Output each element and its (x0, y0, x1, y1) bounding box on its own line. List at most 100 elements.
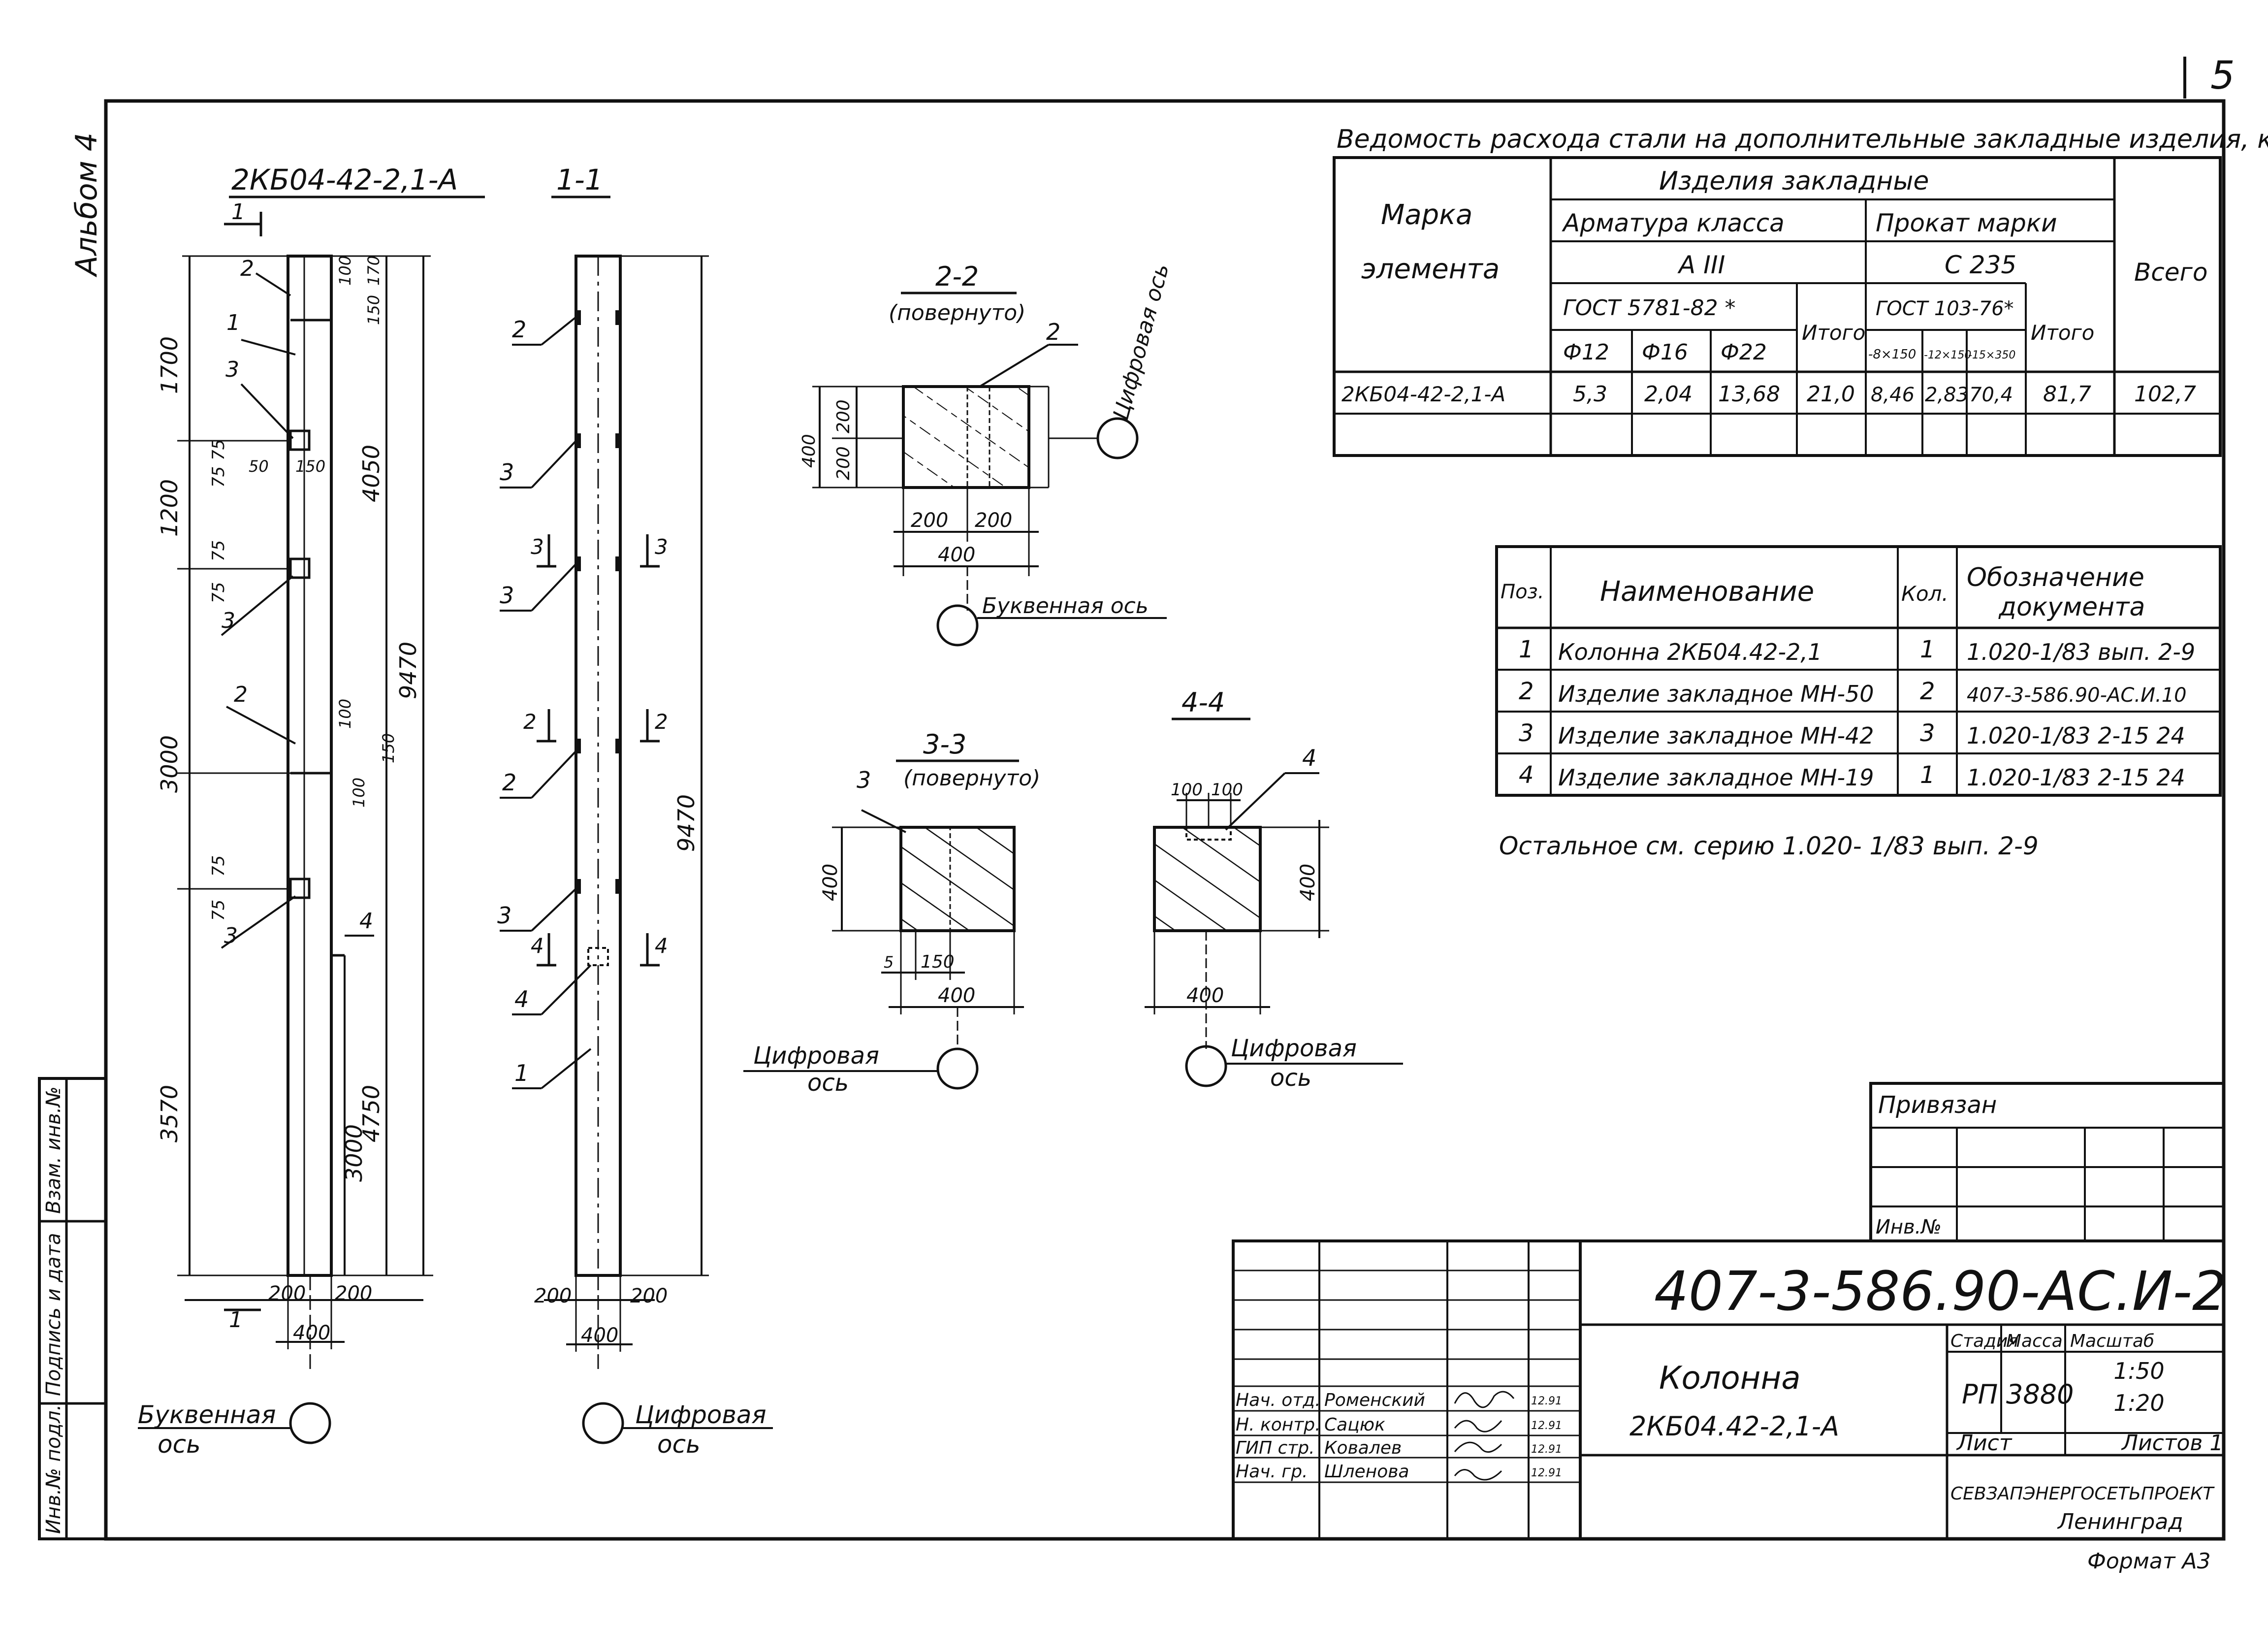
spec-qty: 1 (1920, 761, 1935, 789)
spec-doc: 407-3-586.90-АС.И.10 (1967, 684, 2187, 707)
spec-pos: 1 (1519, 636, 1534, 663)
h-f16: Ф16 (1642, 340, 1688, 365)
spec-name: Колонна 2КБ04.42-2,1 (1558, 639, 1822, 665)
signature-scribble (1454, 1441, 1502, 1453)
cut-3-right: 3 (655, 535, 668, 559)
dim-150: 150 (921, 952, 955, 972)
cell-f12: 5,3 (1573, 382, 1607, 407)
signature-scribble (1454, 1469, 1502, 1481)
axis-label-letter-os: ось (158, 1430, 201, 1459)
spec-name: Изделие закладное МН-50 (1558, 681, 1874, 707)
h-f12: Ф12 (1563, 340, 1609, 365)
dim-150: 150 (379, 733, 398, 763)
label-4-section-4-4: 4 (1302, 745, 1316, 771)
section-3-3-subtitle: (повернуто) (903, 766, 1040, 791)
spec-row-4: 4 Изделие закладное МН-19 1 1.020-1/83 2… (1519, 761, 2185, 791)
h-rolled-gost: ГОСТ 103-76* (1876, 297, 2014, 320)
h-embedded: Изделия закладные (1659, 166, 1929, 196)
scale-value-1: 1:50 (2113, 1358, 2164, 1384)
svg-text:1: 1 (229, 1307, 243, 1333)
axis-bubble-digit-2-2 (1096, 417, 1139, 459)
sig-date: 12.91 (1531, 1420, 1562, 1432)
spec-pos: 2 (1519, 678, 1534, 705)
h-mark-2: элемента (1361, 253, 1500, 285)
sheet-number-box: 5 (2183, 54, 2235, 98)
side-stamp: Взам. инв.№ Подпись и дата Инв.№ подл. (38, 1077, 107, 1540)
dim-200: 200 (534, 1285, 572, 1307)
h-sheet: Лист (1956, 1431, 2012, 1456)
dim-200: 200 (833, 446, 854, 480)
column-view-title: 2КБ04-42-2,1-А (231, 163, 458, 196)
dim-75: 75 (209, 855, 228, 877)
drawing-name: Колонна (1659, 1360, 1801, 1397)
sec-label-3: 3 (500, 459, 514, 486)
dim-200: 200 (975, 509, 1012, 532)
axis-bubble-digit (582, 1402, 624, 1444)
axis-label-digit: Цифровая (635, 1400, 767, 1429)
spec-h-qty: Кол. (1901, 582, 1949, 606)
spec-h-doc-1: Обозначение (1967, 563, 2144, 592)
spec-row-1: 1 Колонна 2КБ04.42-2,1 1 1.020-1/83 вып.… (1519, 636, 2195, 665)
cell-total-rebar: 21,0 (1807, 382, 1855, 407)
section-3-3: 3-3 (повернуто) 3 400 5 150 400 Цифровая… (743, 729, 1040, 1097)
cut-4-right: 4 (655, 934, 668, 958)
cell-plate-12: 2,83 (1925, 384, 1969, 406)
column-view: 2КБ04-42-2,1-А 1 1700 1200 3000 3570 75 (138, 163, 485, 1459)
dim-200: 200 (833, 399, 854, 433)
axis-label-digit-4-4-os: ось (1270, 1064, 1311, 1092)
sig-role: Нач. гр. (1236, 1462, 1308, 1482)
h-total-rolled: Итого (2031, 321, 2094, 345)
dim-200: 200 (630, 1285, 668, 1307)
sec-label-2: 2 (512, 316, 526, 343)
svg-text:1: 1 (231, 199, 245, 225)
spec-doc: 1.020-1/83 2-15 24 (1967, 764, 2185, 791)
section-1-1-title: 1-1 (556, 163, 603, 196)
cell-all: 102,7 (2134, 382, 2196, 407)
h-rolled: Прокат марки (1876, 209, 2057, 237)
steel-table-caption: Ведомость расхода стали на дополнительны… (1337, 125, 2268, 154)
spec-name: Изделие закладное МН-19 (1558, 764, 1874, 791)
binding-inv: Инв.№ (1876, 1216, 1942, 1238)
spec-h-pos: Поз. (1501, 581, 1544, 603)
dim-1200: 1200 (156, 479, 183, 537)
cut-3-left: 3 (531, 535, 544, 559)
sig-date: 12.91 (1531, 1467, 1562, 1479)
axis-bubble-digit-3-3 (936, 1047, 979, 1090)
dim-170: 170 (364, 256, 383, 286)
cell-plate-15: 70,4 (1969, 384, 2013, 406)
cell-total-rolled: 81,7 (2043, 382, 2091, 407)
h-mark-1: Марка (1381, 199, 1472, 231)
dim-3000-left: 3000 (156, 735, 183, 793)
dim-200: 200 (911, 509, 948, 532)
spec-doc: 1.020-1/83 вып. 2-9 (1967, 639, 2195, 665)
dim-4050: 4050 (358, 445, 384, 502)
dim-4750: 4750 (358, 1085, 384, 1142)
axis-label-digit-4-4: Цифровая (1231, 1035, 1357, 1062)
axis-label-digit-3-3: Цифровая (753, 1042, 879, 1070)
dim-400: 400 (819, 864, 842, 901)
dim-100: 100 (350, 778, 368, 808)
sec-label-3: 3 (497, 902, 511, 929)
spec-name: Изделие закладное МН-42 (1558, 722, 1874, 749)
signature-row-3: ГИП стр. Ковалев 12.91 (1236, 1438, 1562, 1458)
axis-label-digit-3-3-os: ось (807, 1069, 849, 1097)
dim-150: 150 (364, 295, 383, 325)
spec-row-3: 3 Изделие закладное МН-42 3 1.020-1/83 2… (1519, 719, 2185, 749)
drawing-code: 407-3-586.90-АС.И-2 (1654, 1260, 2227, 1323)
binding-block: Привязан Инв.№ (1869, 1082, 2225, 1242)
dim-200: 200 (335, 1282, 372, 1305)
signature-scribble (1454, 1391, 1515, 1408)
spec-doc: 1.020-1/83 2-15 24 (1967, 722, 2185, 749)
label-3-section-3-3: 3 (857, 767, 871, 793)
stamp-inv-original: Инв.№ подл. (42, 1404, 65, 1534)
column-body (287, 255, 333, 1277)
dim-100: 100 (336, 256, 354, 286)
dim-400: 400 (1186, 984, 1224, 1007)
section-4-4: 4-4 100 100 4 400 400 Цифровая ось (1145, 687, 1403, 1092)
dim-3570: 3570 (156, 1085, 183, 1142)
spec-h-name: Наименование (1600, 576, 1814, 608)
label-4: 4 (359, 909, 373, 934)
h-rolled-grade: С 235 (1945, 251, 2016, 279)
signature-scribble (1454, 1420, 1502, 1433)
sheet-number: 5 (2210, 54, 2235, 98)
